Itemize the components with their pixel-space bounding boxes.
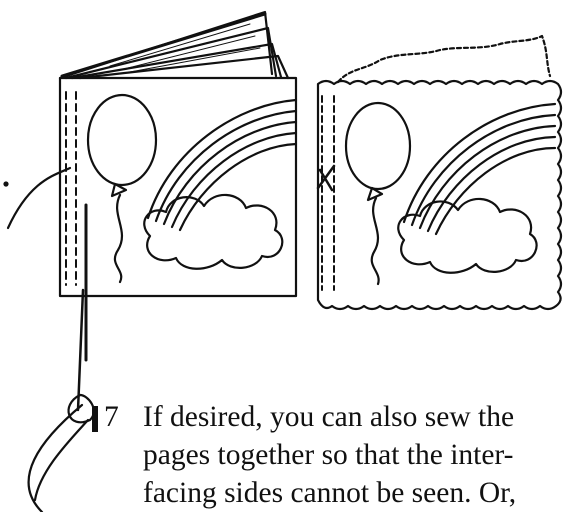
rainbow-icon	[404, 104, 555, 234]
right-book	[318, 36, 561, 309]
step-number: 7	[104, 398, 119, 436]
balloon-icon	[346, 103, 410, 284]
cloud-icon	[144, 195, 282, 269]
rainbow-icon	[148, 100, 296, 230]
instruction-line-3: facing sides cannot be seen. Or,	[143, 474, 516, 512]
balloon-icon	[88, 95, 156, 282]
needle-icon	[78, 290, 83, 410]
step-marker	[92, 406, 98, 432]
instruction-line-2: pages together so that the inter-	[143, 436, 514, 474]
instruction-line-1: If desired, you can also sew the	[143, 398, 514, 436]
